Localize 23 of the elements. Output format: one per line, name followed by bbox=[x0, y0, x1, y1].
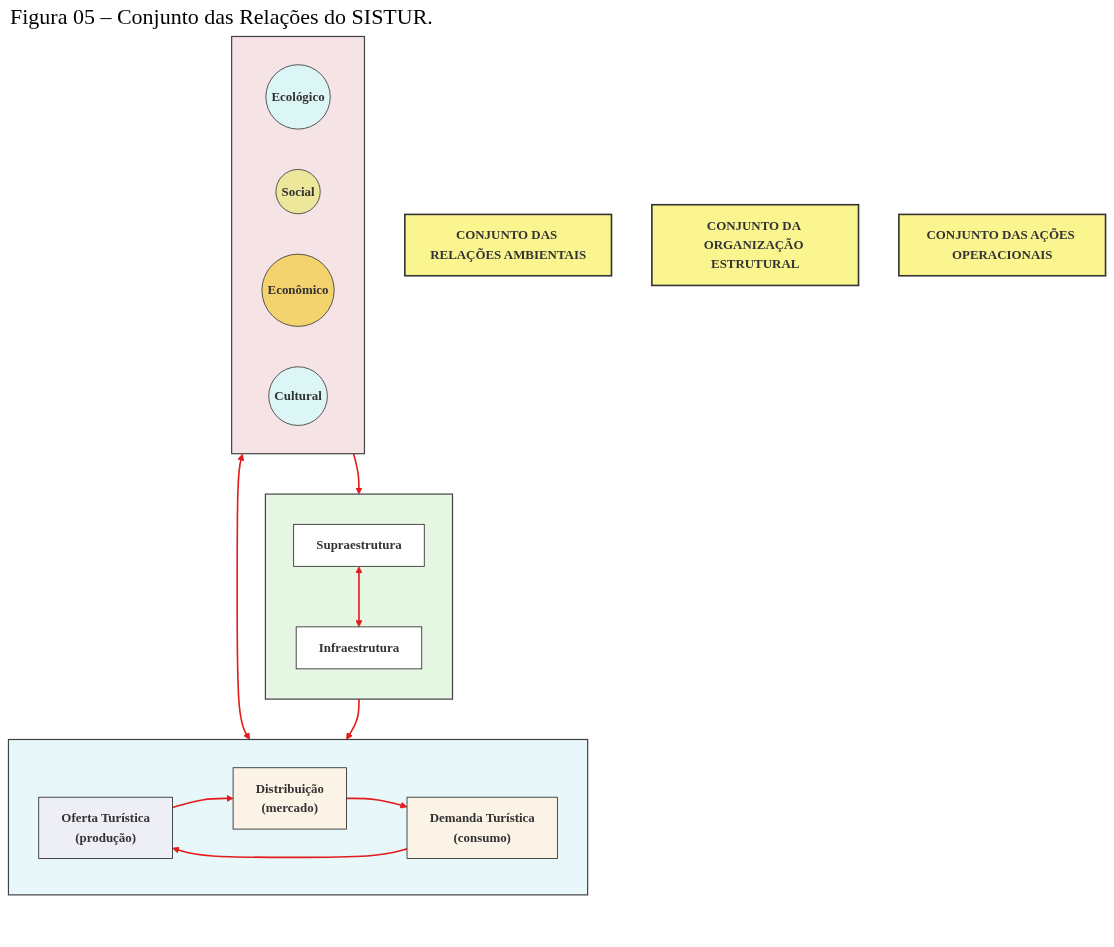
arrow bbox=[172, 846, 408, 859]
arrow bbox=[345, 797, 408, 809]
arrow bbox=[236, 453, 251, 740]
node-box: CONJUNTO DAS AÇÕES OPERACIONAIS bbox=[898, 213, 1107, 277]
node-box: Oferta Turística (produção) bbox=[38, 796, 173, 859]
cluster bbox=[7, 738, 589, 896]
node-circle: Social bbox=[275, 169, 321, 215]
arrow bbox=[171, 794, 234, 809]
node-box: Supraestrutura bbox=[293, 523, 425, 567]
node-circle: Ecológico bbox=[265, 64, 331, 130]
cluster bbox=[231, 35, 366, 455]
node-box: CONJUNTO DAS RELAÇÕES AMBIENTAIS bbox=[404, 213, 613, 277]
node-circle: Econômico bbox=[261, 253, 335, 327]
cluster bbox=[264, 493, 454, 700]
figure-title: Figura 05 – Conjunto das Relações do SISTUR. bbox=[9, 3, 434, 30]
node-box: Distribuição (mercado) bbox=[232, 767, 347, 830]
node-box: Infraestrutura bbox=[295, 626, 423, 670]
node-box: CONJUNTO DA ORGANIZAÇÃO ESTRUTURAL bbox=[651, 203, 860, 287]
arrow bbox=[346, 698, 360, 740]
node-circle: Cultural bbox=[268, 366, 328, 426]
arrow bbox=[355, 566, 363, 628]
node-box: Demanda Turística (consumo) bbox=[406, 796, 558, 859]
arrow bbox=[352, 452, 363, 495]
